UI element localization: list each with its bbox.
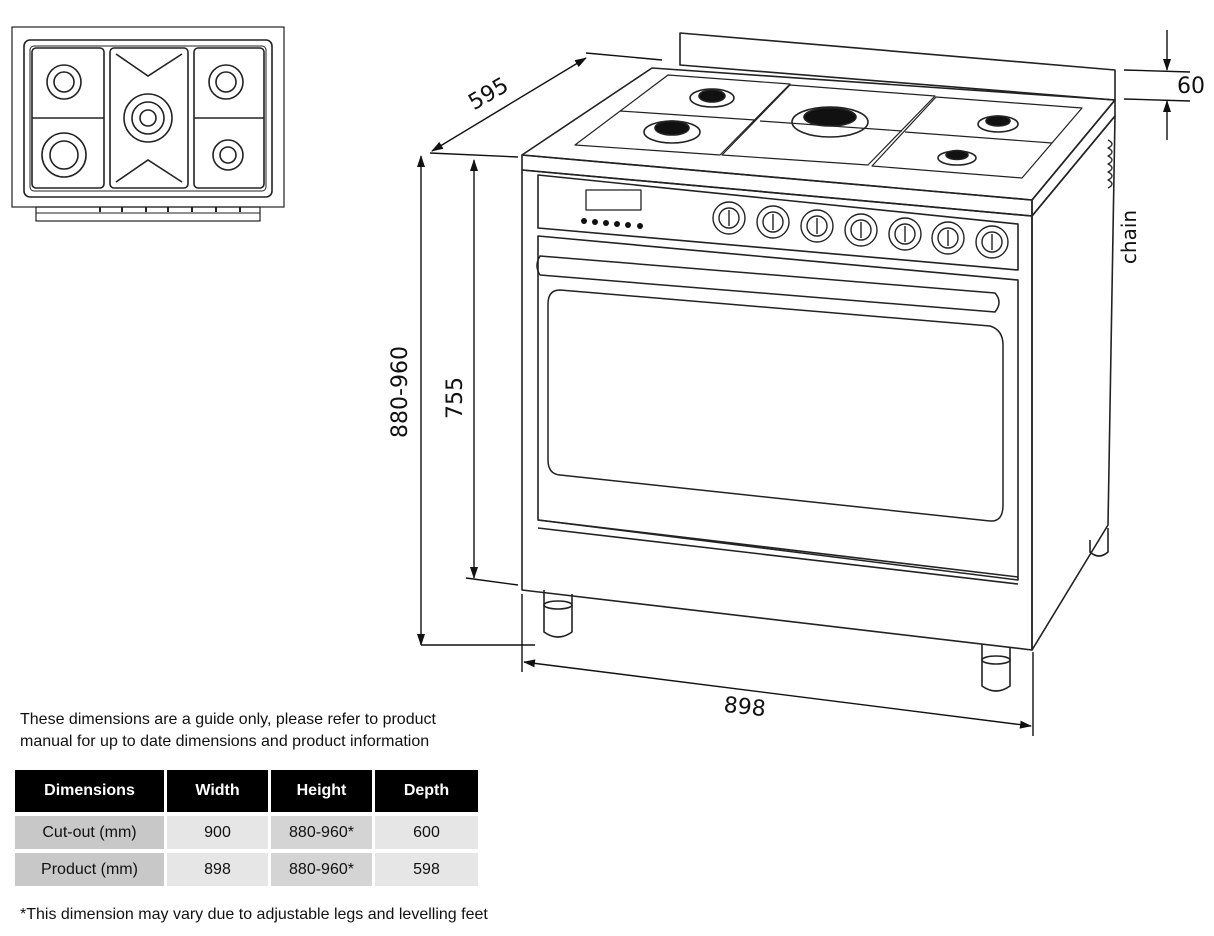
- table-cell: 880-960*: [271, 816, 372, 849]
- table-header-row: Dimensions Width Height Depth: [15, 770, 478, 812]
- table-cell: 880-960*: [271, 853, 372, 886]
- table-cell: 600: [375, 816, 478, 849]
- guide-note: These dimensions are a guide only, pleas…: [20, 711, 436, 750]
- chain-label: chain: [1117, 210, 1141, 264]
- table-header: Height: [271, 770, 372, 812]
- table-cell: 898: [167, 853, 268, 886]
- oven-perspective: [521, 32, 1116, 692]
- table-header: Depth: [375, 770, 478, 812]
- overall-height-label: 880-960: [388, 346, 413, 438]
- footnote: *This dimension may vary due to adjustab…: [20, 906, 488, 923]
- cooktop-top-view: [11, 26, 285, 222]
- table-header: Dimensions: [15, 770, 164, 812]
- depth-label: 595: [464, 73, 513, 116]
- table-cell: Cut-out (mm): [15, 816, 164, 849]
- body-height-label: 755: [443, 377, 468, 419]
- dimension-lines: [417, 30, 1191, 736]
- table-cell: Product (mm): [15, 853, 164, 886]
- table-row: Cut-out (mm) 900 880-960* 600: [15, 816, 478, 849]
- dimensions-table: Dimensions Width Height Depth Cut-out (m…: [12, 766, 481, 890]
- backguard-height-label: 60: [1177, 74, 1205, 99]
- table-header: Width: [167, 770, 268, 812]
- table-cell: 900: [167, 816, 268, 849]
- width-label: 898: [722, 693, 766, 722]
- table-cell: 598: [375, 853, 478, 886]
- table-row: Product (mm) 898 880-960* 598: [15, 853, 478, 886]
